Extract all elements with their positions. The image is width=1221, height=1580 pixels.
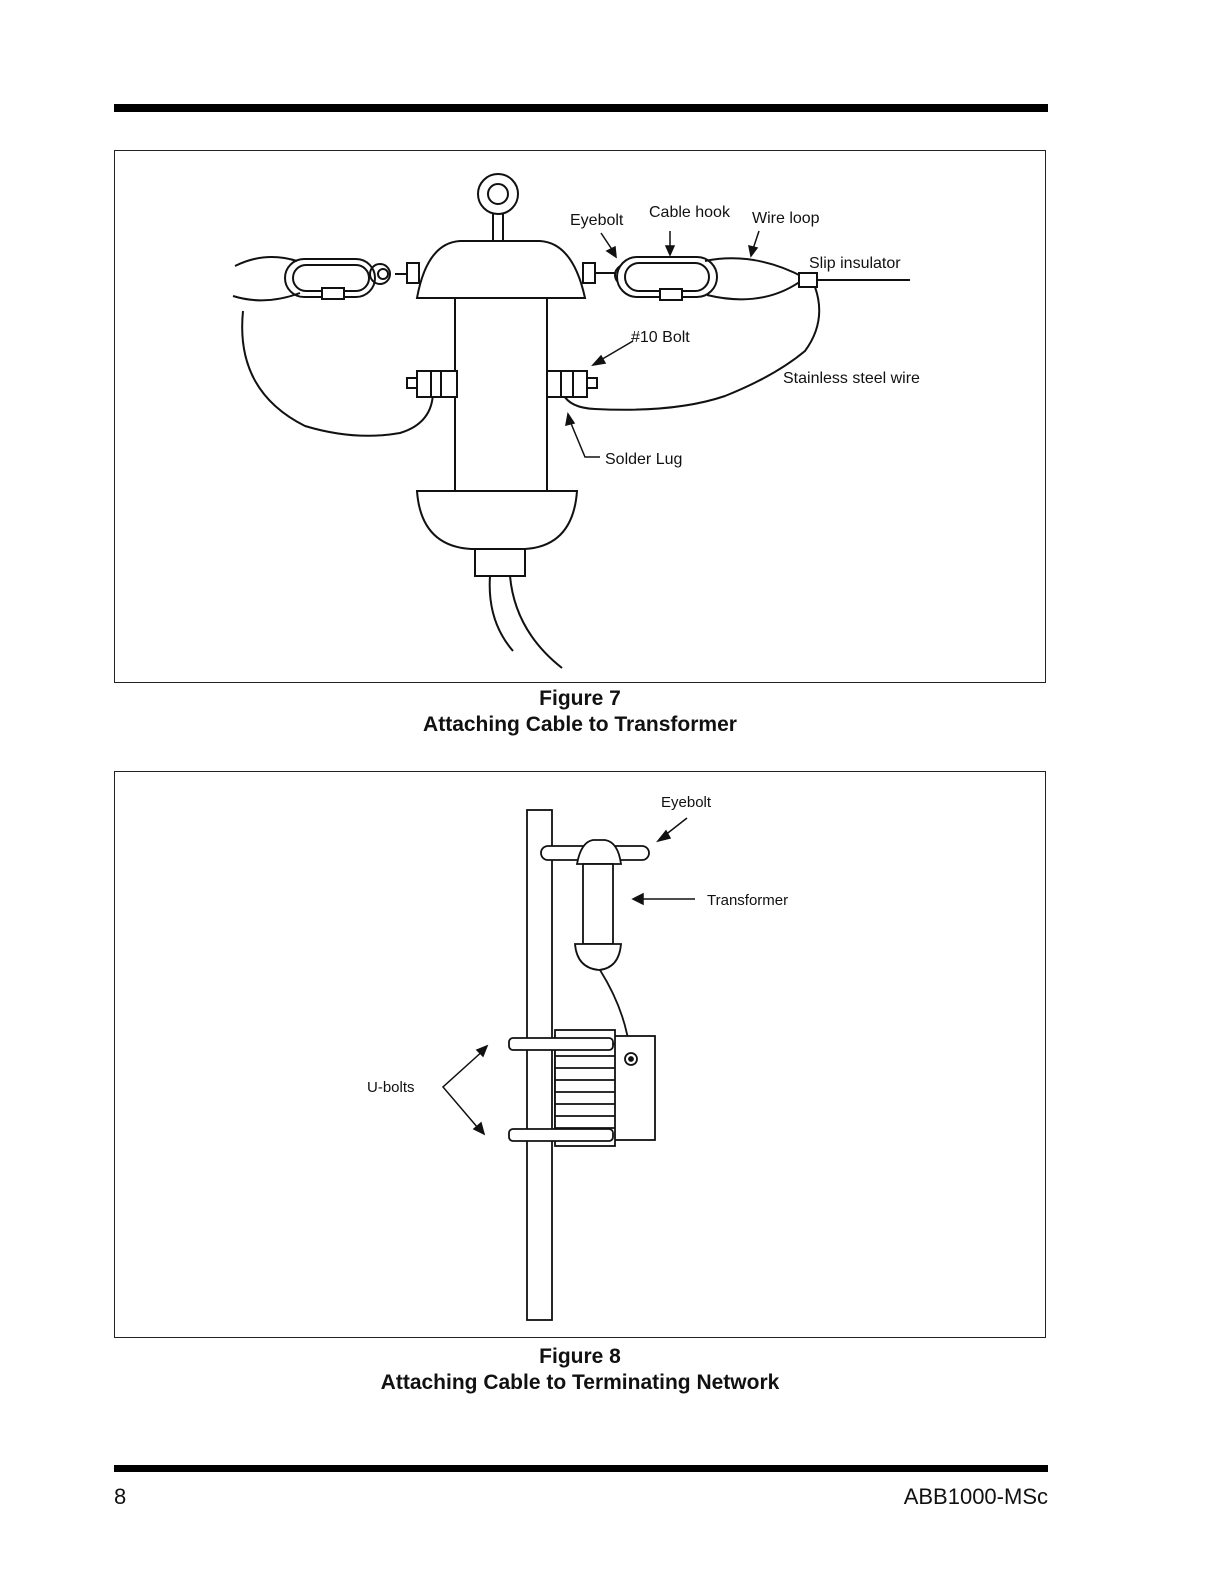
wire-loop-shape: [705, 258, 805, 299]
label-bolt: #10 Bolt: [631, 329, 690, 346]
label-slip-insulator: Slip insulator: [809, 255, 901, 272]
figure-8-caption: Figure 8 Attaching Cable to Terminating …: [114, 1344, 1046, 1396]
figure-8-number: Figure 8: [114, 1344, 1046, 1370]
footer-rule: [114, 1465, 1048, 1472]
figure-7-caption: Figure 7 Attaching Cable to Transformer: [114, 686, 1046, 738]
pole-shape: [527, 810, 552, 1320]
transformer-shape: [583, 864, 613, 944]
label-stainless-steel-wire: Stainless steel wire: [783, 370, 920, 387]
bolt-shape: [547, 371, 587, 397]
figure-7-title: Attaching Cable to Transformer: [114, 712, 1046, 738]
header-rule: [114, 104, 1048, 112]
label-eyebolt-fig8: Eyebolt: [661, 794, 712, 811]
figure-8-drawing: Eyebolt Transformer U-bolts: [115, 772, 1047, 1339]
slip-insulator-shape: [799, 273, 817, 287]
label-cable-hook: Cable hook: [649, 204, 731, 221]
u-bolt-top-shape: [509, 1038, 613, 1050]
figure-7-drawing: Eyebolt Cable hook Wire loop Slip insula…: [115, 151, 1047, 684]
page-number: 8: [114, 1484, 126, 1510]
label-u-bolts: U-bolts: [367, 1079, 415, 1096]
figure-7-number: Figure 7: [114, 686, 1046, 712]
transformer-body-shape: [455, 298, 547, 491]
figure-8-diagram: Eyebolt Transformer U-bolts: [114, 771, 1046, 1338]
figure-8-title: Attaching Cable to Terminating Network: [114, 1370, 1046, 1396]
label-eyebolt: Eyebolt: [570, 212, 624, 229]
stainless-steel-wire-shape: [563, 287, 819, 410]
label-solder-lug: Solder Lug: [605, 451, 682, 468]
figure-7-diagram: Eyebolt Cable hook Wire loop Slip insula…: [114, 150, 1046, 683]
u-bolt-bottom-shape: [509, 1129, 613, 1141]
transformer-cap-shape: [417, 241, 585, 298]
document-id: ABB1000-MSc: [904, 1484, 1048, 1510]
transformer-bottom-cup-shape: [417, 491, 577, 549]
label-transformer: Transformer: [707, 892, 788, 909]
eyebolt-ring-icon: [478, 174, 518, 214]
label-wire-loop: Wire loop: [752, 210, 820, 227]
